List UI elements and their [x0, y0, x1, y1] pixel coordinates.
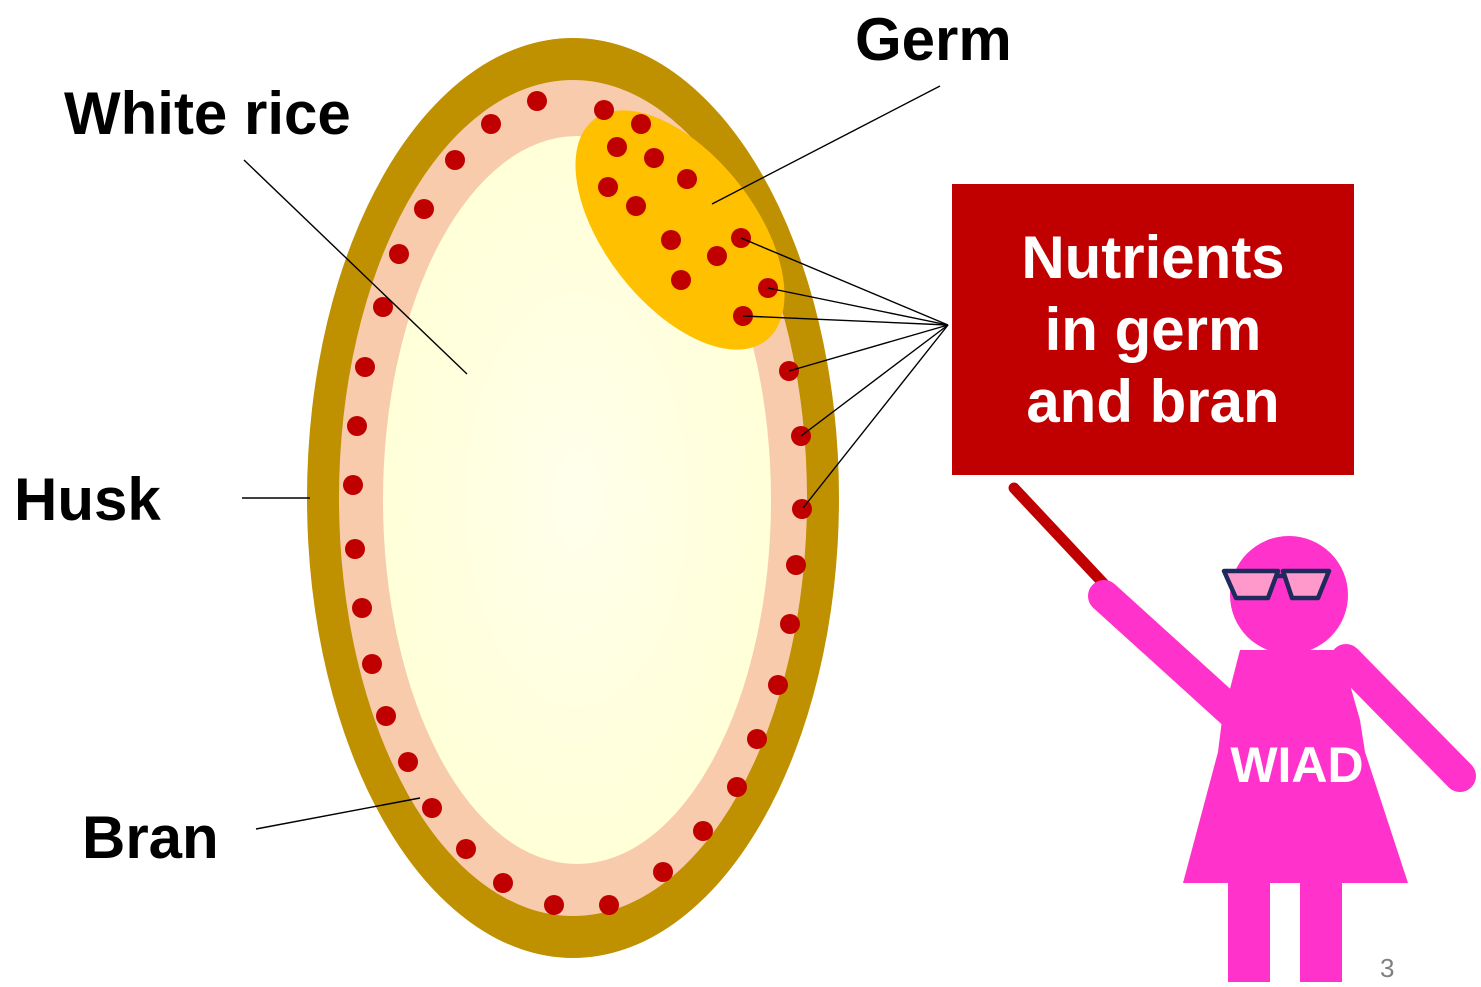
nutrient-dot [677, 169, 697, 189]
figure-left-leg [1228, 878, 1270, 982]
nutrient-dot [362, 654, 382, 674]
nutrient-dot [653, 862, 673, 882]
nutrient-dot [599, 895, 619, 915]
nutrient-dot [727, 777, 747, 797]
nutrient-dot [347, 416, 367, 436]
nutrients-callout-box: Nutrients in germ and bran [952, 184, 1354, 475]
nutrient-dot [345, 539, 365, 559]
nutrient-dot [644, 148, 664, 168]
nutrient-dot [598, 177, 618, 197]
nutrient-dot [343, 475, 363, 495]
glasses-left-lens [1224, 571, 1278, 598]
figure-right-leg [1300, 878, 1342, 982]
nutrient-dot [631, 114, 651, 134]
germ-label: Germ [855, 10, 1012, 70]
nutrient-dot [493, 873, 513, 893]
nutrient-dot [422, 798, 442, 818]
nutrients-line-3: and bran [1026, 366, 1279, 438]
pointer-stick-icon [1014, 488, 1104, 584]
nutrient-dot [376, 706, 396, 726]
nutrient-dot [780, 614, 800, 634]
nutrient-dot [355, 357, 375, 377]
nutrient-dot [747, 729, 767, 749]
page-number: 3 [1380, 955, 1394, 981]
nutrient-dot [389, 244, 409, 264]
nutrient-dot [768, 675, 788, 695]
figure-raised-arm [1104, 596, 1232, 712]
figure-badge-text: WIAD [1222, 740, 1372, 790]
nutrient-dot [544, 895, 564, 915]
nutrient-dot [671, 270, 691, 290]
nutrient-dot [445, 150, 465, 170]
rice-grain-icon [307, 38, 839, 958]
nutrient-dot [626, 196, 646, 216]
white-rice-label: White rice [64, 84, 351, 144]
nutrient-dot [786, 555, 806, 575]
nutrient-dot [661, 230, 681, 250]
nutrient-dot [352, 598, 372, 618]
husk-label: Husk [14, 470, 161, 530]
nutrient-dot [414, 199, 434, 219]
nutrient-dot [456, 839, 476, 859]
nutrient-dot [607, 137, 627, 157]
nutrient-dot [481, 114, 501, 134]
nutrients-line-1: Nutrients [1021, 222, 1284, 294]
bran-label: Bran [82, 808, 219, 868]
nutrient-dot [527, 91, 547, 111]
nutrient-dot [707, 246, 727, 266]
nutrient-dot [792, 499, 812, 519]
nutrient-dot [693, 821, 713, 841]
nutrients-line-2: in germ [1045, 294, 1262, 366]
nutrient-dot [594, 100, 614, 120]
germ-leader-line [712, 86, 940, 204]
nutrient-dot [398, 752, 418, 772]
